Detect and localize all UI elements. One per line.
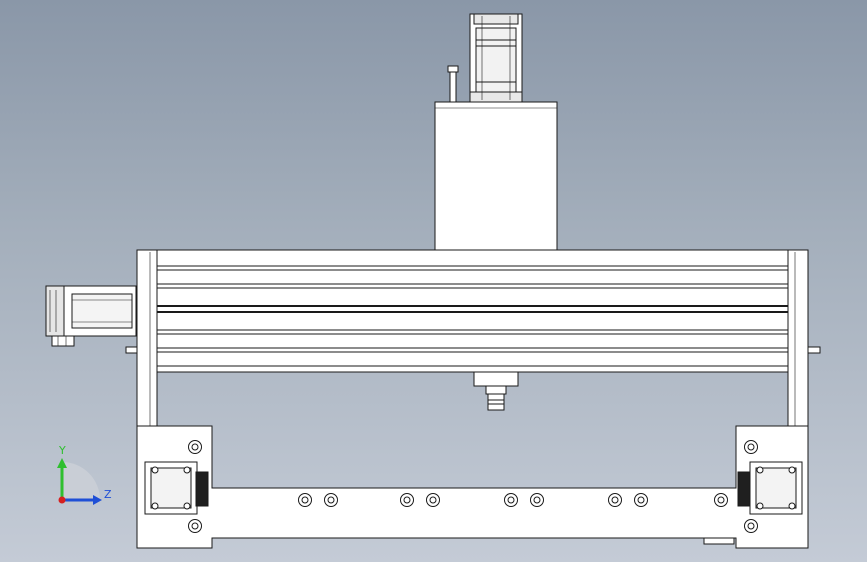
gantry-beam: [156, 249, 789, 373]
bolt-holes: [188, 440, 758, 533]
bolt-hole-inner: [533, 496, 541, 504]
spindle-motor: [469, 13, 523, 103]
bolt-hole-inner: [301, 496, 309, 504]
bolt-hole-inner: [191, 522, 199, 530]
side-motor: [45, 285, 137, 347]
bolt-hole-inner: [611, 496, 619, 504]
bolt-hole-inner: [403, 496, 411, 504]
bolt-hole-inner: [637, 496, 645, 504]
z-axis-label: Z: [104, 488, 112, 501]
bolt-hole-inner: [327, 496, 335, 504]
right-upright: [787, 249, 809, 429]
bolt-hole-inner: [747, 522, 755, 530]
left-upright: [136, 249, 158, 429]
spindle-housing: [434, 101, 558, 251]
bolt-hole-inner: [507, 496, 515, 504]
x-axis-dot: [58, 496, 66, 504]
beam-pin-right: [807, 346, 821, 354]
right-motor: [737, 461, 803, 515]
bolt-hole-inner: [191, 443, 199, 451]
bolt-hole-inner: [717, 496, 725, 504]
beam-pin-left: [125, 346, 138, 354]
base-frame: [136, 425, 809, 549]
probe-pin: [447, 65, 459, 103]
bolt-hole-inner: [429, 496, 437, 504]
spindle-nozzle: [473, 371, 519, 411]
y-axis-label: Y: [58, 444, 66, 457]
axis-triad: Y Z: [57, 444, 112, 505]
bolt-hole-inner: [747, 443, 755, 451]
left-motor: [144, 461, 209, 515]
